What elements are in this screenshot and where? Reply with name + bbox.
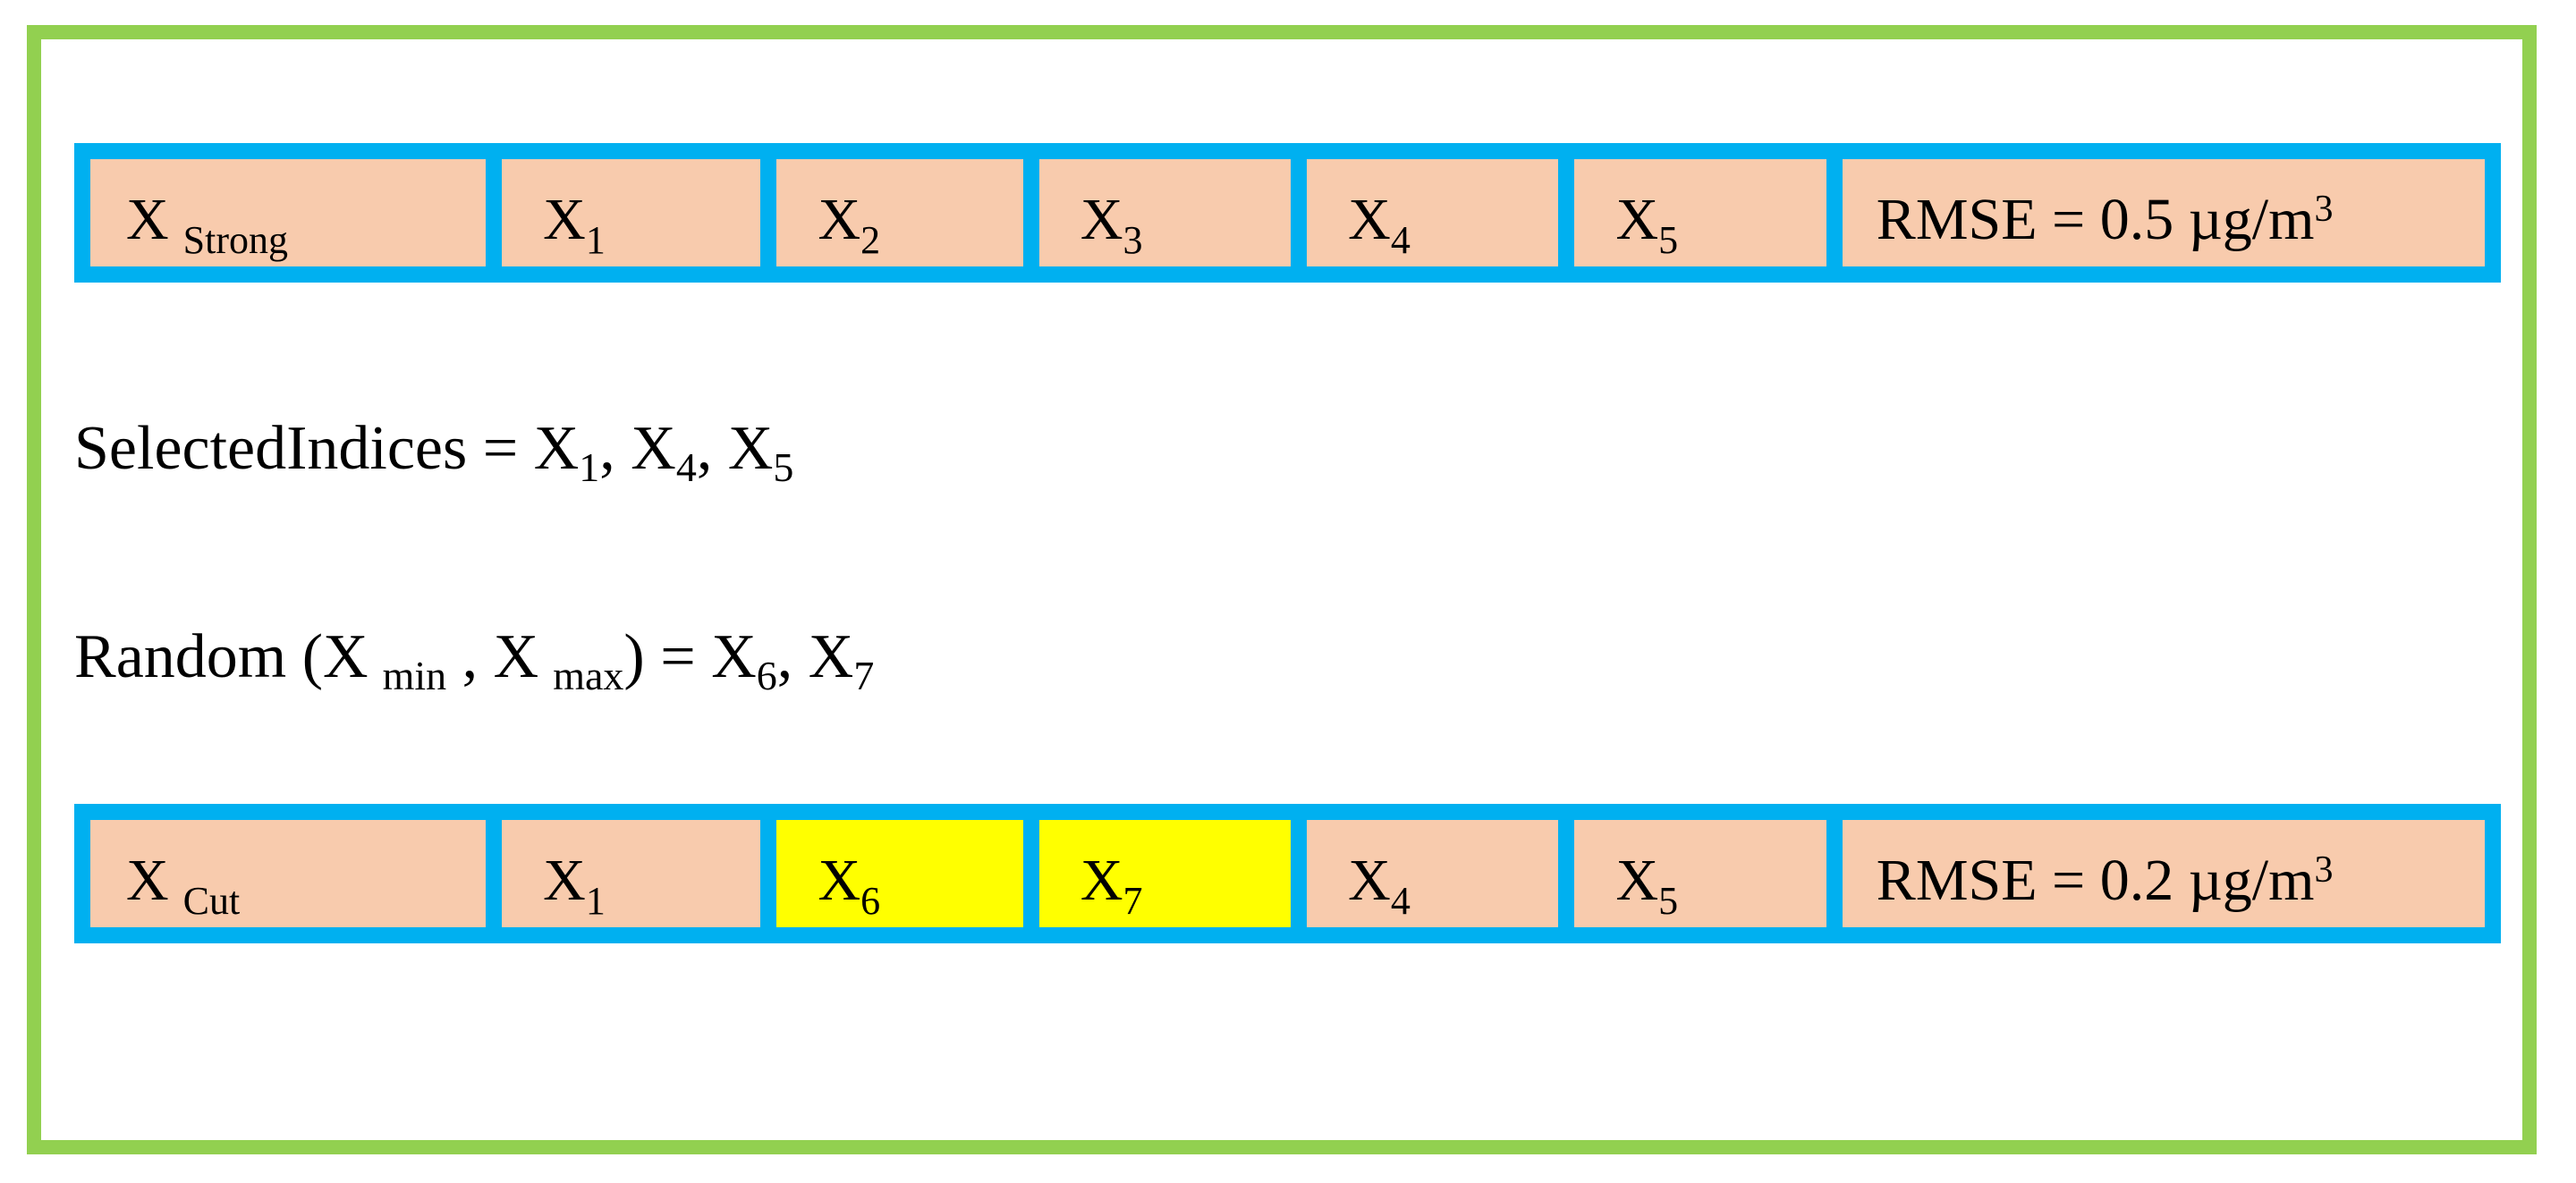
selected-item-base: X xyxy=(533,414,580,483)
cell-base: X xyxy=(818,187,861,252)
random-item-sub: 7 xyxy=(853,653,875,698)
cell-base: X xyxy=(543,848,586,913)
strong-rmse-cell: RMSE = 0.5 µg/m3 xyxy=(1842,159,2485,266)
cut-cell-1: X1 xyxy=(502,820,761,927)
cell-base: X xyxy=(1080,848,1123,913)
cut-cell-2-highlighted: X6 xyxy=(776,820,1023,927)
cell-base: X xyxy=(1615,187,1659,252)
selected-item-base: X xyxy=(727,414,774,483)
cut-rmse-cell: RMSE = 0.2 µg/m3 xyxy=(1842,820,2485,927)
cell-sub: 3 xyxy=(1123,218,1143,262)
selected-sep: , xyxy=(599,414,631,483)
cell-sub: 2 xyxy=(860,218,881,262)
label-base: X xyxy=(126,848,169,913)
random-mid: , xyxy=(446,622,494,691)
strong-label-cell: X Strong xyxy=(90,159,487,266)
selected-item-sub: 5 xyxy=(773,444,794,490)
random-max-base: X xyxy=(493,622,539,691)
label-sub: Strong xyxy=(182,218,289,262)
cell-base: X xyxy=(1615,848,1659,913)
strong-cell-5: X5 xyxy=(1574,159,1826,266)
cell-sub: 7 xyxy=(1123,879,1143,923)
strong-label: X Strong xyxy=(126,187,288,260)
random-min-sub: min xyxy=(382,653,447,698)
cut-label-cell: X Cut xyxy=(90,820,487,927)
cell-sub: 5 xyxy=(1658,218,1679,262)
strong-cell-4: X4 xyxy=(1307,159,1559,266)
random-item-sub: 6 xyxy=(756,653,777,698)
cut-cell-5: X5 xyxy=(1574,820,1826,927)
random-sep: , xyxy=(776,622,809,691)
cut-cell-3-highlighted: X7 xyxy=(1038,820,1292,927)
cell-sub: 1 xyxy=(585,879,606,923)
selected-indices-line: SelectedIndices = X1, X4, X5 xyxy=(74,418,793,488)
rmse-sup: 3 xyxy=(2314,189,2334,230)
label-base: X xyxy=(126,187,169,252)
strong-cell-3: X3 xyxy=(1038,159,1292,266)
cut-cell-4: X4 xyxy=(1307,820,1559,927)
strong-cell-1: X1 xyxy=(502,159,761,266)
rmse-text: RMSE = 0.2 µg/m xyxy=(1876,848,2315,913)
cell-sub: 6 xyxy=(860,879,881,923)
selected-item-sub: 1 xyxy=(579,444,600,490)
strong-cell-2: X2 xyxy=(776,159,1023,266)
random-prefix: Random ( xyxy=(74,622,324,691)
cell-sub: 5 xyxy=(1658,879,1679,923)
cell-sub: 1 xyxy=(585,218,606,262)
cell-base: X xyxy=(1348,187,1391,252)
cell-base: X xyxy=(1348,848,1391,913)
rmse-sup: 3 xyxy=(2314,849,2334,891)
cell-base: X xyxy=(818,848,861,913)
random-suffix: ) = xyxy=(623,622,712,691)
selected-item-base: X xyxy=(631,414,676,483)
outer-frame xyxy=(27,25,2537,1154)
rmse-text: RMSE = 0.5 µg/m xyxy=(1876,187,2315,252)
cell-sub: 4 xyxy=(1390,879,1411,923)
label-sub: Cut xyxy=(182,879,241,923)
random-item-base: X xyxy=(808,622,854,691)
cell-base: X xyxy=(1080,187,1123,252)
cut-label: X Cut xyxy=(126,848,240,921)
cell-base: X xyxy=(543,187,586,252)
selected-item-sub: 4 xyxy=(675,444,697,490)
selected-sep: , xyxy=(696,414,728,483)
cell-sub: 4 xyxy=(1390,218,1411,262)
selected-prefix: SelectedIndices = xyxy=(74,414,534,483)
random-item-base: X xyxy=(711,622,757,691)
random-min-base: X xyxy=(323,622,369,691)
random-max-sub: max xyxy=(553,653,624,698)
